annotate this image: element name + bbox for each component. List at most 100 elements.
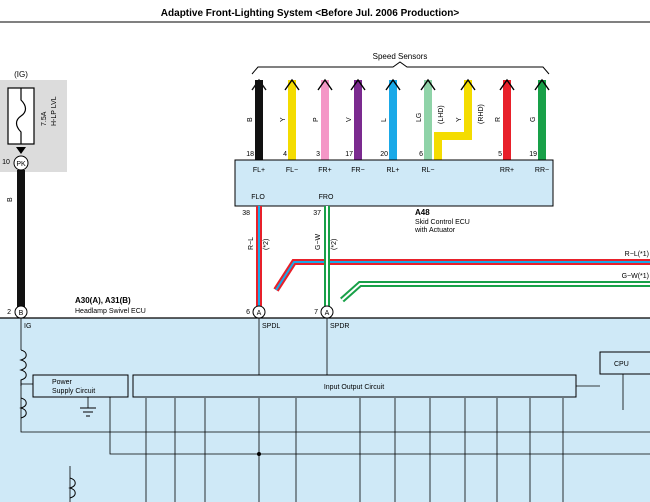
flo-wire-note: (*2): [263, 239, 270, 250]
sensor-wire-5: [389, 80, 397, 160]
sensor-wire-8-color: R: [495, 117, 502, 122]
sensor-wire-4-color: V: [346, 117, 353, 122]
sensor-pin-6: 6: [419, 151, 423, 158]
skid-ecu-name-2: with Actuator: [414, 227, 456, 234]
spdr-terminal-label: SPDR: [330, 323, 349, 330]
fuse-arrow-icon: [16, 147, 26, 154]
skid-flo-label: FLO: [251, 194, 265, 201]
sensor-wire-1-color: B: [247, 117, 254, 122]
r-l-wire: [256, 206, 650, 306]
coil-icon-1: [19, 349, 27, 386]
sensor-wire-2: [288, 80, 296, 160]
fuse-ig-label: (IG): [14, 70, 28, 79]
sensor-wire-3-color: P: [313, 117, 320, 122]
fro-pin: 37: [313, 210, 321, 217]
fuse-icon: [15, 88, 27, 144]
fuse-pin: 10: [2, 159, 10, 166]
power-supply-line-1: Power: [52, 379, 73, 386]
coil-icon-2: [19, 397, 27, 419]
speed-sensors-label: Speed Sensors: [373, 52, 428, 61]
sensor-terminal-6: RL−: [421, 167, 434, 174]
sensor-wire-9: [538, 80, 546, 160]
sensor-wire-7-color: Y: [456, 117, 463, 122]
sensor-terminal-4: FR−: [351, 167, 364, 174]
sensor-terminal-5: RL+: [386, 167, 399, 174]
fuse-name: H-LP LVL: [51, 96, 58, 126]
sensor-wire-7-chevron-icon: [460, 78, 476, 91]
ground-icon: [80, 407, 96, 417]
sensor-wire-8: [503, 80, 511, 160]
right-wire-upper-label: R−L(*1): [625, 251, 649, 258]
fuse-rating: 7.5A: [41, 111, 48, 126]
fuse-block: (IG) 7.5A H-LP LVL: [0, 70, 67, 172]
swivel-ecu-ids: A30(A), A31(B): [75, 296, 131, 305]
g-w-wire: [324, 206, 650, 306]
speed-sensors-brace: [251, 61, 550, 75]
sensor-pin-2: 4: [283, 151, 287, 158]
sensor-wire-6-chevron-icon: [420, 78, 436, 91]
power-supply-line-2: Supply Circuit: [52, 388, 95, 395]
diagram-title: Adaptive Front-Lighting System <Before J…: [161, 8, 460, 19]
power-supply-circuit-box: [32, 374, 129, 398]
spdr-connector: A: [325, 310, 330, 317]
sensor-wire-4: [354, 80, 362, 160]
coil-icon-3: [68, 477, 76, 499]
skid-fro-label: FRO: [319, 194, 334, 201]
sensor-wire-2-color: Y: [280, 117, 287, 122]
fuse-connector-circle: [13, 155, 29, 171]
ig-connector: B: [19, 310, 24, 317]
sensor-wire-6-color: LG: [416, 113, 423, 122]
sensor-wire-3-chevron-icon: [317, 78, 333, 91]
sensor-terminal-8: RR+: [500, 167, 514, 174]
sensor-wire-1: [255, 80, 263, 160]
sensor-pin-5: 20: [380, 151, 388, 158]
swivel-internal-lines: [20, 318, 650, 502]
fuse-connector: PK: [16, 161, 26, 168]
sensor-wire-7: [464, 80, 472, 128]
sensor-wire-9-color: G: [530, 117, 537, 122]
flo-pin: 38: [242, 210, 250, 217]
sensor-wire-5-color: L: [381, 118, 388, 122]
fro-wire-note: (*2): [331, 239, 338, 250]
ig-wire-color: B: [7, 197, 14, 202]
right-wire-lower-label: G−W(*1): [622, 273, 649, 280]
cpu-box: [599, 351, 650, 375]
sensor-wire-8-chevron-icon: [499, 78, 515, 91]
ig-wire: [17, 170, 25, 312]
spdl-terminal-label: SPDL: [262, 323, 280, 330]
sensor-pin-4: 17: [345, 151, 353, 158]
swivel-ecu-box: [0, 318, 650, 502]
sensor-wire-1-chevron-icon: [251, 78, 267, 91]
sensor-terminal-1: FL+: [253, 167, 265, 174]
ig-terminal-label: IG: [24, 323, 31, 330]
spdl-connector: A: [257, 310, 262, 317]
skid-ecu-box: [234, 159, 554, 207]
sensor-terminal-3: FR+: [318, 167, 331, 174]
sensor-wire-3: [321, 80, 329, 160]
spdl-pin: 6: [246, 309, 250, 316]
sensor-terminal-9: RR−: [535, 167, 549, 174]
input-output-circuit-box: [132, 374, 577, 398]
skid-ecu-id: A48: [415, 208, 430, 217]
swivel-ecu-name: Headlamp Swivel ECU: [75, 308, 146, 315]
sensor-wire-6-note: (LHD): [438, 105, 445, 124]
ig-pin: 2: [7, 309, 11, 316]
rhd-wire-jog: [434, 128, 472, 160]
sensor-wire-5-chevron-icon: [385, 78, 401, 91]
sensor-wire-2-chevron-icon: [284, 78, 300, 91]
headlamp-swivel-ecu: A30(A), A31(B) Headlamp Swivel ECU 2 B I…: [0, 296, 650, 502]
sensor-terminal-2: FL−: [286, 167, 298, 174]
sensor-pin-1: 18: [246, 151, 254, 158]
cpu-label: CPU: [614, 361, 629, 368]
sensor-pin-9: 19: [529, 151, 537, 158]
spdr-pin: 7: [314, 309, 318, 316]
sensor-pin-8: 5: [498, 151, 502, 158]
fro-wire-color: G−W: [315, 233, 322, 250]
sensor-pin-3: 3: [316, 151, 320, 158]
flo-wire-color: R−L: [248, 237, 255, 250]
skid-ecu-name-1: Skid Control ECU: [415, 219, 470, 226]
